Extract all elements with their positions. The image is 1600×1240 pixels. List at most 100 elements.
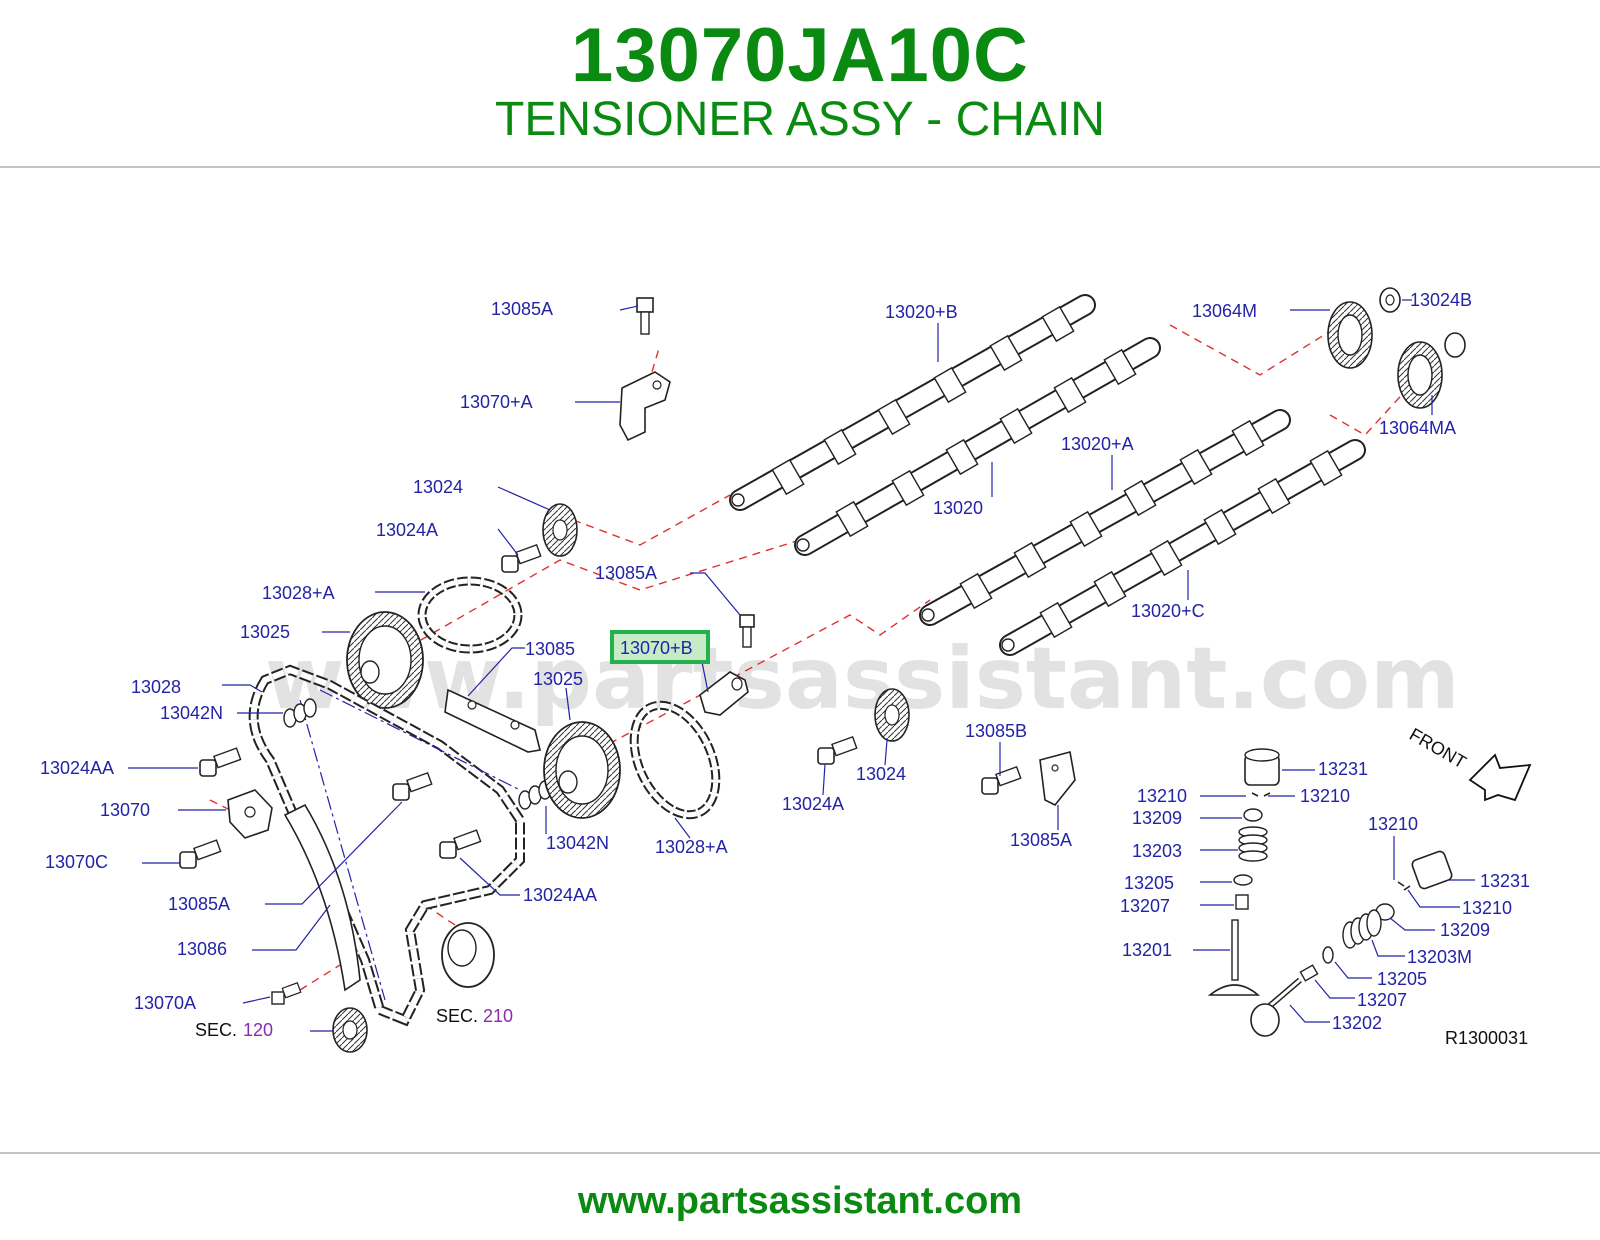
label-13028-a: 13028+A [262,583,335,603]
bolt-13024aa-mid [439,829,482,859]
label-13024-low: 13024 [856,764,906,784]
assembly-dashed-lines [209,324,1421,991]
label-13070-b[interactable]: 13070+B [620,638,693,658]
label-13231-b: 13231 [1480,871,1530,891]
header-divider [0,166,1600,168]
label-sec210-number: 210 [483,1006,513,1026]
bolt-13024a-top [501,543,542,573]
label-13205-a: 13205 [1124,873,1174,893]
label-13020: 13020 [933,498,983,518]
part-number-title: 13070JA10C [571,13,1029,98]
leader-lines [128,299,1475,1032]
label-13042n-mid: 13042N [546,833,609,853]
label-13085a: 13085A [491,299,553,319]
part-name-subtitle: TENSIONER ASSY - CHAIN [495,93,1105,146]
footer-website-link[interactable]: www.partsassistant.com [577,1180,1023,1222]
crank-sprocket-sec120 [332,1007,368,1053]
label-13085: 13085 [525,639,575,659]
label-13020-c: 13020+C [1131,601,1205,621]
label-13203m: 13203M [1407,947,1472,967]
label-13210-d: 13210 [1462,898,1512,918]
part-labels: 13085A 13070+A 13020+B 13064M 13024B 130… [40,290,1530,1048]
label-13201: 13201 [1122,940,1172,960]
bolt-13024aa-left [199,747,242,777]
sprocket-13024-top [542,503,578,557]
label-13024a: 13024A [376,520,438,540]
camshaft-13020-c [999,439,1366,656]
label-13210-b: 13210 [1300,786,1350,806]
sprocket-13064m [1327,301,1373,369]
label-13203: 13203 [1132,841,1182,861]
label-13020-b: 13020+B [885,302,958,322]
bolt-13085a-mid [739,614,755,648]
slack-guide-13086 [283,803,361,992]
label-13024aa: 13024AA [40,758,114,778]
label-sec120-number: 120 [243,1020,273,1040]
label-13028-a-low: 13028+A [655,837,728,857]
label-13024: 13024 [413,477,463,497]
chain-13028-a-lower [629,700,721,820]
label-13086: 13086 [177,939,227,959]
diagram-code: R1300031 [1445,1028,1528,1048]
page-header: 13070JA10C TENSIONER ASSY - CHAIN [0,0,1600,170]
label-13070c: 13070C [45,852,108,872]
label-13085b: 13085B [965,721,1027,741]
tensioner-13070-b[interactable] [699,671,749,716]
label-13085a-right: 13085A [1010,830,1072,850]
valve-assembly-left [1207,748,1280,996]
bolt-13085b [981,765,1022,795]
label-13064m: 13064M [1192,301,1257,321]
sprocket-13025-mid [543,721,621,819]
label-13064ma: 13064MA [1379,418,1456,438]
highlighted-part-box[interactable] [610,630,710,664]
camshaft-13020-a [919,409,1291,626]
label-13070: 13070 [100,800,150,820]
label-13025-mid: 13025 [533,669,583,689]
label-13070-a-plus: 13070+A [460,392,533,412]
washer-13042n-mid [518,780,552,810]
washer-13024b-top [1379,287,1401,313]
label-13024b: 13024B [1410,290,1472,310]
front-direction-arrow: FRONT [1406,724,1532,802]
label-sec120-prefix: SEC. [195,1020,237,1040]
camshaft-13020-b [729,294,1096,511]
bolt-13024a-low [817,735,858,765]
label-13028: 13028 [131,677,181,697]
tensioner-13070 [227,789,273,839]
label-13205-b: 13205 [1377,969,1427,989]
label-13231-a: 13231 [1318,759,1368,779]
tensioner-13070-a [619,371,671,442]
label-13202: 13202 [1332,1013,1382,1033]
sprocket-13024-low [874,688,910,742]
chain-13028-a-upper [417,576,523,654]
label-13207-b: 13207 [1357,990,1407,1010]
label-13024aa-mid: 13024AA [523,885,597,905]
water-pump-sec210 [441,922,495,988]
label-13025: 13025 [240,622,290,642]
bolt-13070c [179,839,222,869]
sprocket-13064ma [1397,341,1443,409]
label-13024a-low: 13024A [782,794,844,814]
bolt-13085a-top [636,297,654,335]
label-13070a: 13070A [134,993,196,1013]
label-13209-a: 13209 [1132,808,1182,828]
label-sec210-prefix: SEC. [436,1006,478,1026]
label-13207-a: 13207 [1120,896,1170,916]
bolt-13070a [271,982,302,1005]
bolt-13085a-low [392,771,433,801]
label-13020-a: 13020+A [1061,434,1134,454]
footer-divider [0,1152,1600,1154]
washer-13042n-left [283,698,317,728]
label-13042n: 13042N [160,703,223,723]
washer-13024b-bottom [1444,332,1466,358]
bracket-13085-a [1039,751,1076,807]
exploded-parts-diagram: www.partsassistant.com [40,287,1532,1053]
label-13209-b: 13209 [1440,920,1490,940]
chain-guide-13085 [444,688,541,753]
sprocket-13025-left [346,611,424,709]
front-label: FRONT [1406,724,1470,772]
label-13210-c: 13210 [1368,814,1418,834]
label-13085a-mid: 13085A [595,563,657,583]
camshaft-13020 [794,337,1161,556]
label-13085a-low: 13085A [168,894,230,914]
